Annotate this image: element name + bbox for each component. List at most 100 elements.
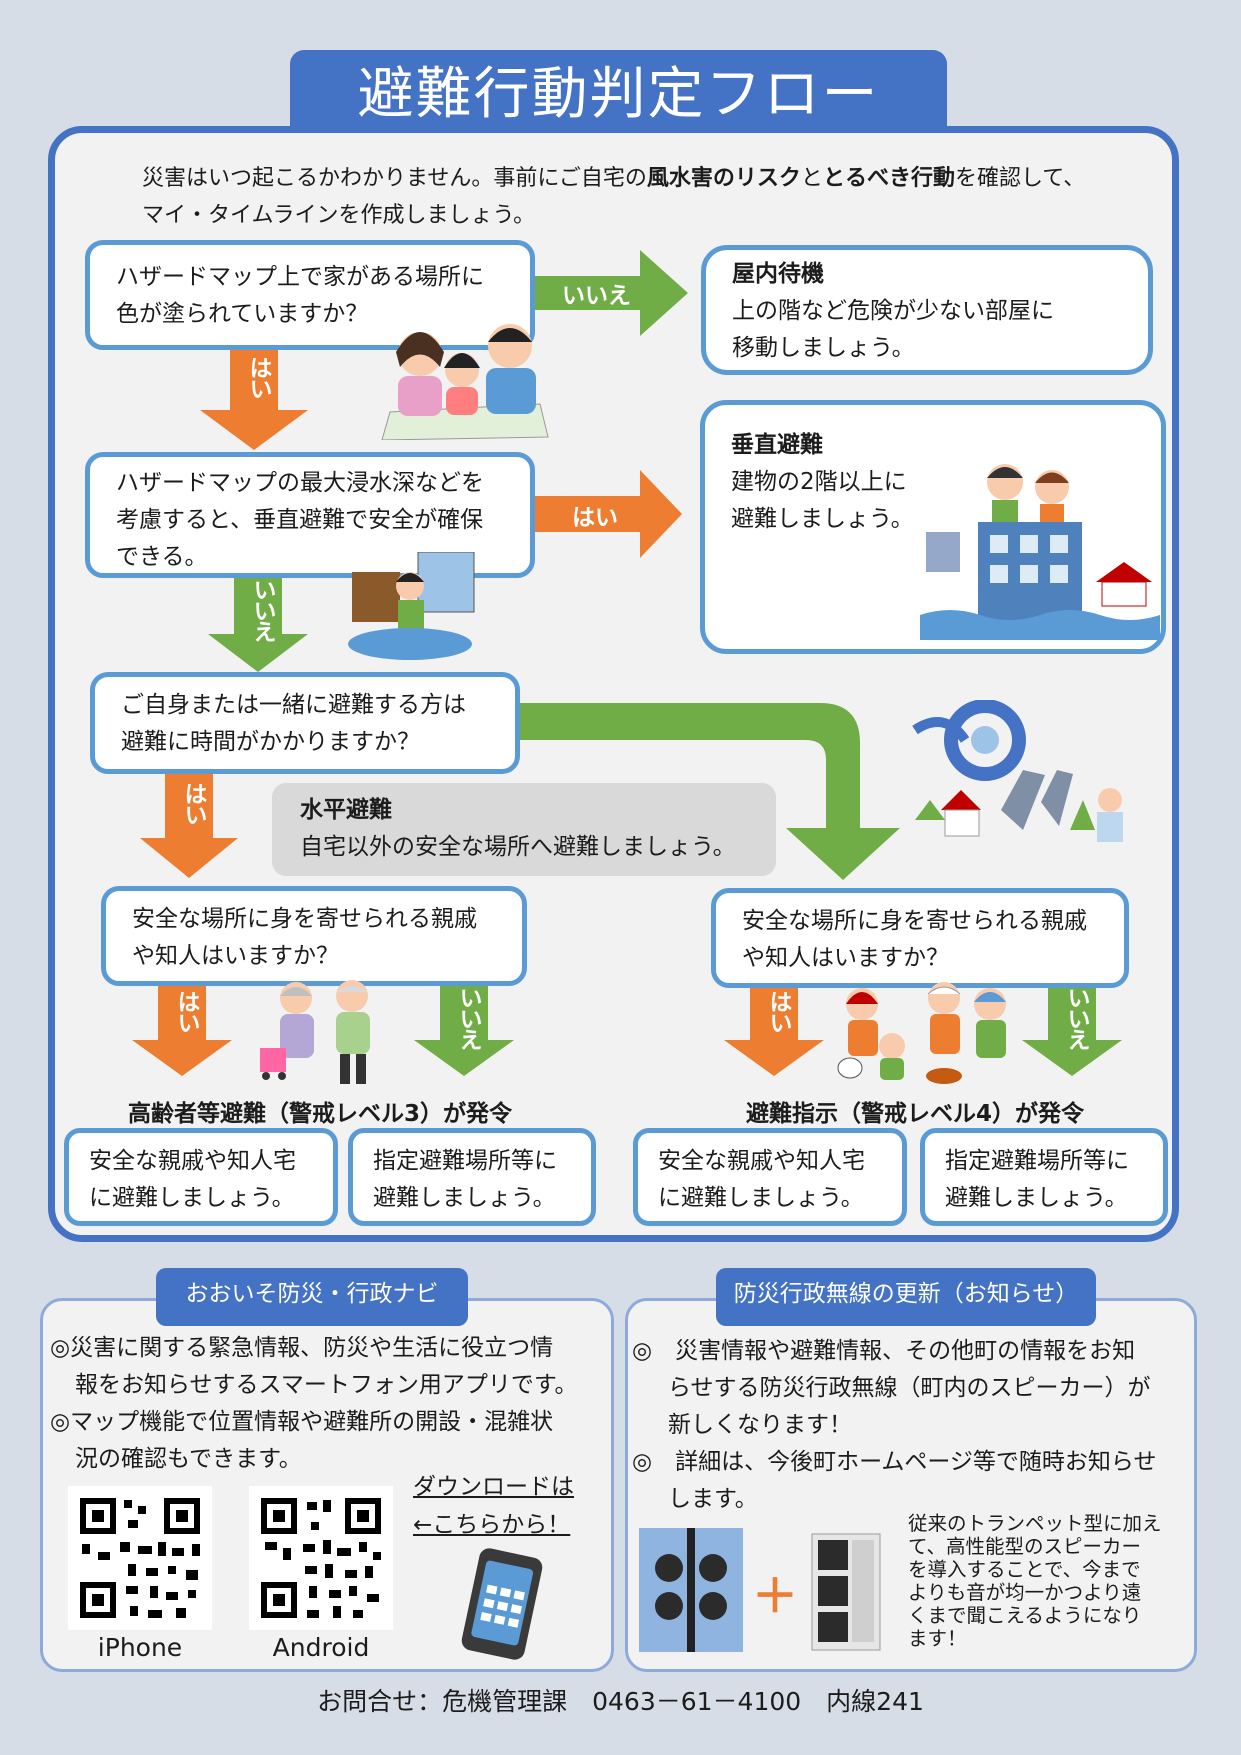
r1-line1: 上の階など危険が少ない部屋に (732, 298, 1054, 324)
speaker-note: 従来のトランペット型に加え て、高性能型のスピーカー を導入することで、今まで … (908, 1512, 1190, 1650)
arrow-q3-no (515, 703, 900, 880)
end-relatives-l3: 安全な親戚や知人宅 に避難しましょう。 (64, 1128, 338, 1226)
r1-line2: 移動しましょう。 (732, 335, 915, 361)
radio-info-tab: 防災行政無線の更新（お知らせ） (716, 1268, 1096, 1326)
navi-p1b: 報をお知らせするスマートフォン用アプリです。 (75, 1372, 578, 1398)
r2-line2: 避難しましょう。 (731, 506, 914, 532)
level4-heading: 避難指示（警戒レベル4）が発令 (746, 1101, 1085, 1127)
intro-bold-risk: 風水害のリスク (646, 166, 801, 191)
note-line6: ます！ (908, 1627, 967, 1650)
intro-part1: 災害はいつ起こるかわかりません。事前にご自宅の (142, 166, 647, 191)
radio-p2a: ◎ 詳細は、今後町ホームページ等で随時お知らせ (632, 1449, 1157, 1475)
end-c-line2: に避難しましょう。 (658, 1185, 864, 1211)
question-hazard-map: ハザードマップ上で家がある場所に 色が塗られていますか？ (85, 240, 535, 350)
label-q3-yes: はい (180, 782, 206, 824)
plus-sign: ＋ (752, 1569, 798, 1623)
android-qr-code[interactable] (249, 1486, 393, 1630)
iphone-qr-code[interactable] (68, 1486, 212, 1630)
flooded-room-illustration (348, 552, 475, 660)
navi-p2b: 況の確認もできます。 (75, 1446, 302, 1472)
intro-part3: を確認して、 (954, 166, 1086, 191)
end-a-line2: に避難しましょう。 (89, 1185, 295, 1211)
download-prompt[interactable]: ダウンロードは ←こちらから！ (413, 1468, 574, 1544)
trumpet-speaker-photo (639, 1528, 743, 1652)
arrow-q3-yes (140, 772, 238, 878)
horizontal-evac-box: 水平避難 自宅以外の安全な場所へ避難しましょう。 (272, 783, 776, 876)
note-line4: よりも音が均一かつより遠 (908, 1581, 1142, 1604)
label-q4-no: いいえ (455, 986, 481, 1049)
q4-line1: 安全な場所に身を寄せられる親戚 (132, 906, 477, 932)
end-relatives-l4: 安全な親戚や知人宅 に避難しましょう。 (633, 1128, 907, 1226)
family-illustration (381, 324, 549, 440)
arrow-q4-yes (132, 984, 232, 1076)
radio-info-text: ◎ 災害情報や避難情報、その他町の情報をお知 らせする防災行政無線（町内のスピー… (632, 1333, 1192, 1518)
app-info-text: ◎災害に関する緊急情報、防災や生活に役立つ情 報をお知らせするスマートフォン用ア… (50, 1330, 610, 1478)
arrow-q5-no (1022, 984, 1122, 1076)
radio-p2b: します。 (668, 1486, 758, 1512)
intro-text: 災害はいつ起こるかわかりません。事前にご自宅の風水害のリスクととるべき行動を確認… (142, 160, 1122, 234)
navi-p2a: ◎マップ機能で位置情報や避難所の開設・混雑状 (50, 1409, 554, 1435)
r2-heading: 垂直避難 (731, 432, 823, 458)
arrow-q2-no (208, 576, 308, 672)
label-q4-yes: はい (173, 990, 199, 1032)
elderly-illustration (260, 980, 370, 1084)
q2-line2: 考慮すると、垂直避難で安全が確保 (116, 507, 484, 533)
label-q5-no: いいえ (1063, 986, 1089, 1049)
arrow-q2-yes (530, 470, 682, 558)
q2-line3: できる。 (116, 544, 208, 570)
intro-part2: と (800, 166, 823, 191)
label-q2-no: いいえ (249, 578, 275, 641)
note-line2: て、高性能型のスピーカー (908, 1535, 1142, 1558)
q4-line2: や知人はいますか？ (132, 943, 339, 969)
end-d-line2: 避難しましょう。 (945, 1185, 1128, 1211)
q3-line1: ご自身または一緒に避難する方は (121, 692, 466, 718)
end-d-line1: 指定避難場所等に (945, 1148, 1129, 1174)
label-q1-no: いいえ (562, 283, 631, 309)
end-c-line1: 安全な親戚や知人宅 (658, 1148, 865, 1174)
label-q2-yes: はい (572, 505, 618, 531)
high-performance-speaker-photo (811, 1533, 881, 1651)
q2-line1: ハザードマップの最大浸水深などを (116, 470, 484, 496)
evacuating-group-illustration (837, 982, 1006, 1084)
end-b-line2: 避難しましょう。 (373, 1185, 556, 1211)
label-q5-yes: はい (765, 990, 791, 1032)
arrow-q1-no (530, 250, 688, 336)
end-b-line1: 指定避難場所等に (373, 1148, 557, 1174)
end-shelter-l3: 指定避難場所等に 避難しましょう。 (348, 1128, 596, 1226)
r2-line1: 建物の2階以上に (731, 469, 907, 495)
iphone-label: iPhone (97, 1633, 183, 1662)
arrow-q5-yes (724, 984, 824, 1076)
horizontal-text: 自宅以外の安全な場所へ避難しましょう。 (300, 834, 736, 860)
download-line1: ダウンロードは (413, 1474, 574, 1500)
q5-line1: 安全な場所に身を寄せられる親戚 (742, 908, 1087, 934)
radio-p1b: らせする防災行政無線（町内のスピーカー）が (668, 1375, 1151, 1401)
download-line2: ←こちらから！ (413, 1512, 571, 1538)
label-q1-yes: はい (245, 356, 271, 398)
navi-p1a: ◎災害に関する緊急情報、防災や生活に役立つ情 (50, 1335, 554, 1361)
app-info-tab: おおいそ防災・行政ナビ (156, 1268, 468, 1326)
intro-bold-action: とるべき行動 (822, 166, 955, 191)
storm-illustration (912, 700, 1123, 842)
note-line1: 従来のトランペット型に加え (908, 1512, 1162, 1535)
android-label: Android (272, 1633, 370, 1662)
building-flood-illustration (920, 464, 1160, 640)
result-indoor-wait: 屋内待機 上の階など危険が少ない部屋に 移動しましょう。 (701, 245, 1153, 375)
contact-footer: お問合せ：危機管理課 0463－61－4100 内線241 (317, 1687, 924, 1716)
page-title: 避難行動判定フロー (290, 50, 947, 134)
question-relatives-left: 安全な場所に身を寄せられる親戚 や知人はいますか？ (101, 886, 527, 986)
q5-line2: や知人はいますか？ (742, 945, 949, 971)
q3-line2: 避難に時間がかかりますか？ (121, 729, 420, 755)
arrow-q4-no (414, 984, 514, 1076)
q1-line2: 色が塗られていますか？ (116, 301, 369, 327)
level3-heading: 高齢者等避難（警戒レベル3）が発令 (128, 1101, 513, 1127)
note-line3: を導入することで、今まで (908, 1558, 1141, 1581)
q1-line1: ハザードマップ上で家がある場所に (116, 264, 484, 290)
radio-p1c: 新しくなります！ (668, 1412, 852, 1438)
note-line5: くまで聞こえるようになり (908, 1604, 1142, 1627)
end-shelter-l4: 指定避難場所等に 避難しましょう。 (920, 1128, 1168, 1226)
question-relatives-right: 安全な場所に身を寄せられる親戚 や知人はいますか？ (711, 888, 1129, 988)
question-evac-time: ご自身または一緒に避難する方は 避難に時間がかかりますか？ (90, 672, 520, 774)
r1-heading: 屋内待機 (732, 261, 824, 287)
intro-line2: マイ・タイムラインを作成しましょう。 (142, 203, 536, 228)
